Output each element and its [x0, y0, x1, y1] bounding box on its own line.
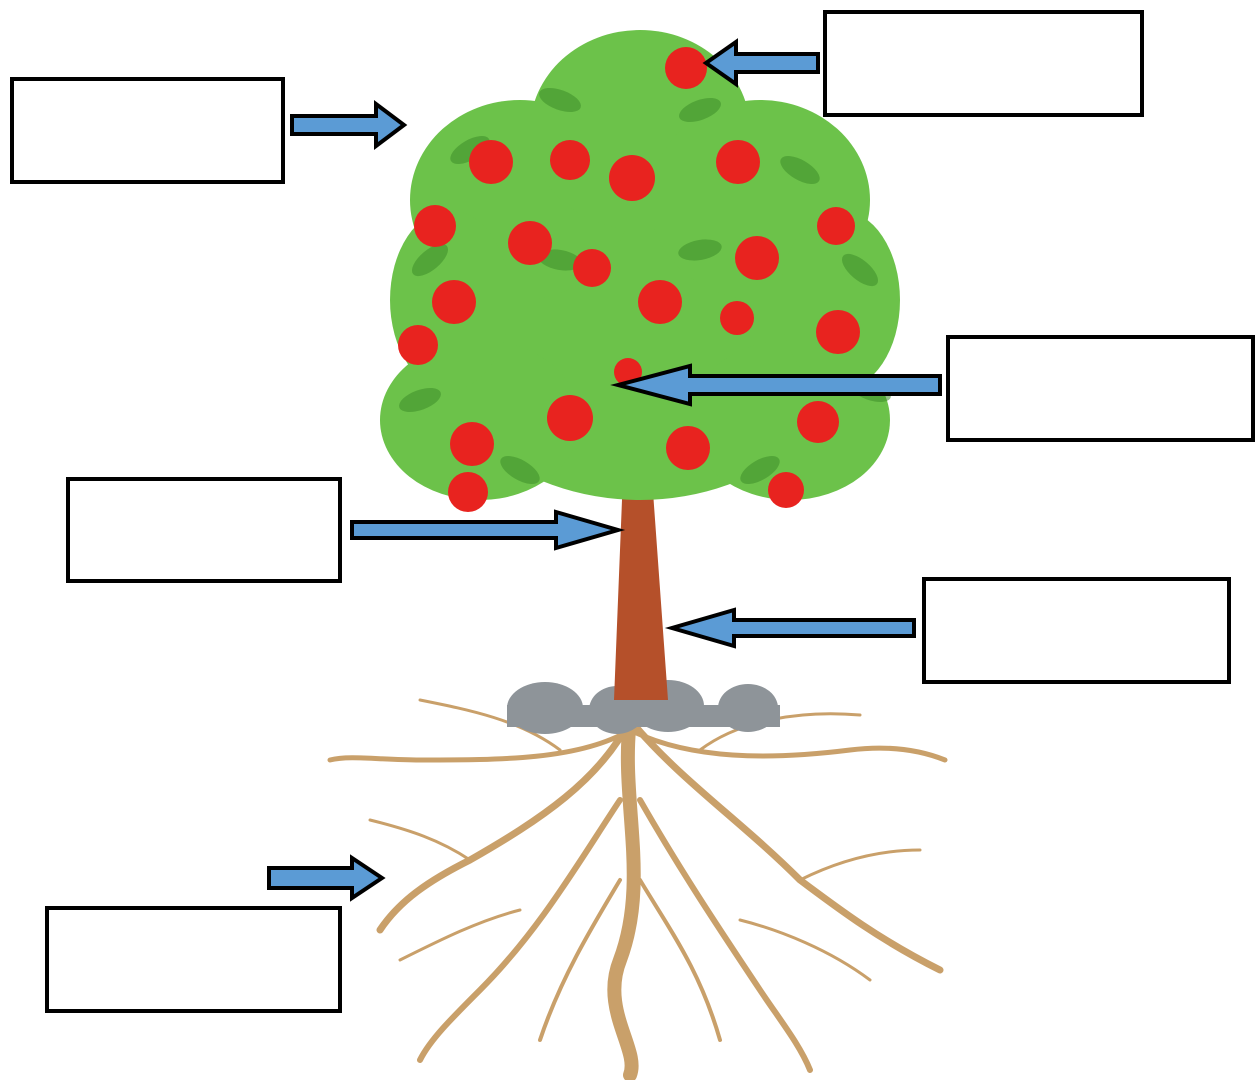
- apples: [398, 47, 860, 512]
- roots: [327, 698, 948, 1080]
- arrow-to-bark: [664, 607, 916, 649]
- label-box-bark[interactable]: [922, 577, 1231, 684]
- arrow-to-roots: [267, 854, 386, 902]
- arrows: [267, 38, 942, 902]
- arrow-to-fruit: [702, 38, 820, 88]
- label-box-fruit[interactable]: [823, 10, 1144, 117]
- label-box-branch[interactable]: [946, 335, 1255, 442]
- label-box-leaves[interactable]: [10, 77, 285, 184]
- arrow-to-leaves: [290, 100, 408, 150]
- label-box-roots[interactable]: [45, 906, 342, 1013]
- label-box-trunk[interactable]: [66, 477, 342, 583]
- arrow-to-trunk: [350, 509, 626, 551]
- arrow-to-branch: [610, 363, 942, 407]
